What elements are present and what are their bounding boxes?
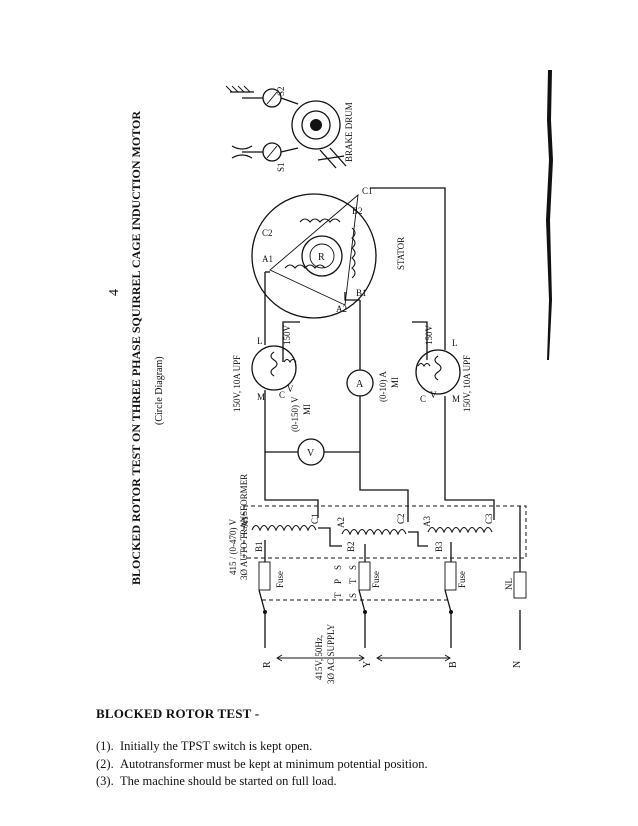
step-text: The machine should be started on full lo… [120,774,337,788]
stator-terminal-a1: A1 [262,254,273,264]
wattmeter-bottom-c: C [420,394,426,404]
at-terminal-a3: A3 [422,516,432,527]
wattmeter-top: 150V, 10A UPF 150V M L C V [232,325,297,412]
scan-edge-mark [546,70,553,360]
step-number: (1). [96,739,114,753]
step-number: (2). [96,756,114,771]
switch-letter-s3: S [348,565,358,570]
voltmeter-range: (0-150) V [290,396,300,432]
wattmeter-top-voltage: 150V [282,325,292,346]
stator-terminal-c2: C2 [262,228,273,238]
list-item: (1). Initially the TPST switch is kept op… [96,738,428,756]
autotransformer-type: 3Ø AUTO TRANSFORMER [239,474,249,580]
section-heading: BLOCKED ROTOR TEST - [96,706,260,721]
wattmeter-top-rating: 150V, 10A UPF [232,355,242,412]
fuse-label-r: Fuse [275,571,285,588]
phase-b-label: B [448,661,459,668]
wattmeter-bottom-m: M [452,394,460,404]
fuse-label-b: Fuse [457,571,467,588]
wattmeter-top-l: L [257,336,263,346]
neutral-link-label: NL [504,578,514,590]
page-number: 4 [107,289,122,296]
ammeter: A (0-10) A MI [346,369,400,402]
wattmeter-bottom-v: V [430,390,437,400]
shaft-coupling [317,147,347,169]
switch-letter-s1: S [348,593,358,598]
wattmeter-bottom-rating: 150V, 10A UPF [462,355,472,412]
switch-letter-s2: S [333,565,343,570]
stator: R STATOR A1 C2 C1 B2 A2 B1 [251,186,406,319]
wiring [264,187,495,522]
wattmeter-top-c: C [279,390,285,400]
brake-drum-label: BRAKE DRUM [344,102,354,162]
step-text: Autotransformer must be kept at minimum … [120,756,428,771]
wattmeter-bottom-l: L [452,338,458,348]
step-number: (3). [96,774,114,788]
supply-type: 3Ø AC SUPPLY [326,623,336,684]
phase-n-label: N [512,661,523,668]
at-terminal-a2: A2 [336,517,346,528]
voltmeter-type: MI [302,404,312,415]
spring-balance-s1: S1 [276,162,286,172]
at-terminal-b1: B1 [254,541,264,552]
phase-y-label: Y [362,661,373,668]
at-terminal-c2: C2 [396,513,406,524]
supply-arrows [276,654,451,662]
list-item: (3). The machine should be started on ful… [96,773,428,791]
step-text: Initially the TPST switch is kept open. [120,739,313,753]
ammeter-range: (0-10) A [378,371,388,402]
at-terminal-b2: B2 [346,541,356,552]
voltmeter: V (0-150) V MI [290,396,325,466]
at-terminal-c1: C1 [310,513,320,524]
supply-voltage: 415V, 50Hz, [314,635,324,680]
diagram-subtitle: (Circle Diagram) [154,356,165,425]
tpst-switch: T P S T S S [258,565,452,613]
switch-letter-t1: T [333,592,343,598]
at-terminal-c3: C3 [484,513,494,524]
stator-label: STATOR [396,237,406,270]
stator-terminal-c1: C1 [362,186,373,196]
list-item: (2). Autotransformer must be kept at mini… [96,756,428,774]
wattmeter-top-v: V [287,384,294,394]
supply-lines [263,610,521,650]
brake-drum: BRAKE DRUM [291,100,354,162]
wattmeter-top-m: M [257,392,265,402]
neutral-link: NL [504,506,527,599]
fuse-label-y: Fuse [371,571,381,588]
switch-letter-t2: T [348,578,358,584]
ammeter-type: MI [390,377,400,388]
instruction-list: (1). Initially the TPST switch is kept op… [96,738,428,791]
wattmeter-bottom: 150V, 10A UPF 150V C M L V [415,325,472,412]
wattmeter-bottom-voltage: 150V [424,325,434,346]
autotransformer-rating: 415 / (0-470) V [228,518,238,575]
rotor-label: R [318,252,325,263]
at-terminal-a1: A1 [240,516,250,527]
stator-terminal-a2: A2 [336,304,347,314]
switch-letter-p: P [333,579,343,584]
autotransformer: 415 / (0-470) V 3Ø AUTO TRANSFORMER A1 B… [228,474,527,580]
fuses: Fuse Fuse Fuse [258,561,467,591]
ammeter-symbol: A [356,379,364,390]
stator-terminal-b1: B1 [356,288,367,298]
circuit-diagram: 4 BLOCKED ROTOR TEST ON THREE PHASE SQUI… [107,70,553,684]
stator-terminal-b2: B2 [352,206,363,216]
voltmeter-symbol: V [307,448,315,459]
spring-balance-s2: S2 [276,86,286,96]
spring-balances: S1 S2 [225,85,299,172]
diagram-title: BLOCKED ROTOR TEST ON THREE PHASE SQUIRR… [129,111,143,585]
at-terminal-b3: B3 [434,541,444,552]
phase-r-label: R [262,661,273,668]
